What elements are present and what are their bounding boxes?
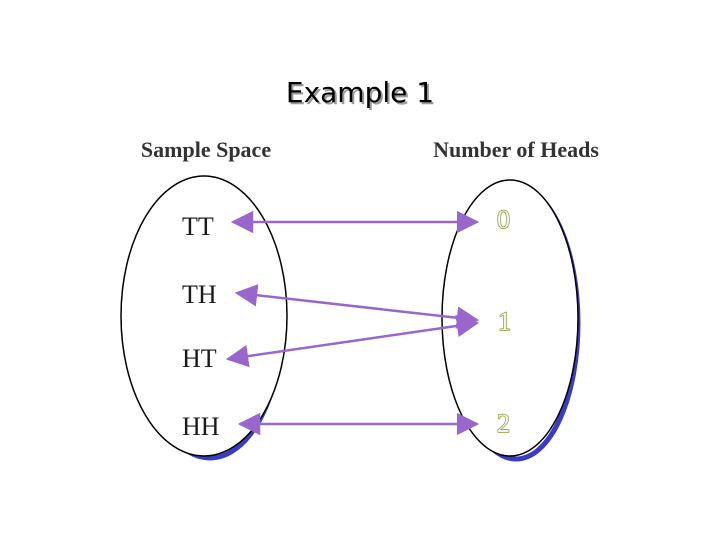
- arrow-ht-to-1: [225, 314, 480, 368]
- outcome-th: TH: [182, 280, 217, 309]
- title: Example 1: [286, 76, 434, 109]
- outcome-hh: HH: [182, 412, 220, 441]
- count-0: 0: [497, 205, 510, 234]
- title-shadow: Example 1: [288, 78, 436, 111]
- count-2: 2: [497, 409, 510, 438]
- outcome-ht: HT: [182, 344, 217, 373]
- count-1: 1: [498, 307, 511, 336]
- sample-space-label: Sample Space: [141, 137, 271, 162]
- outcome-tt: TT: [182, 212, 214, 241]
- number-of-heads-label: Number of Heads: [433, 137, 599, 162]
